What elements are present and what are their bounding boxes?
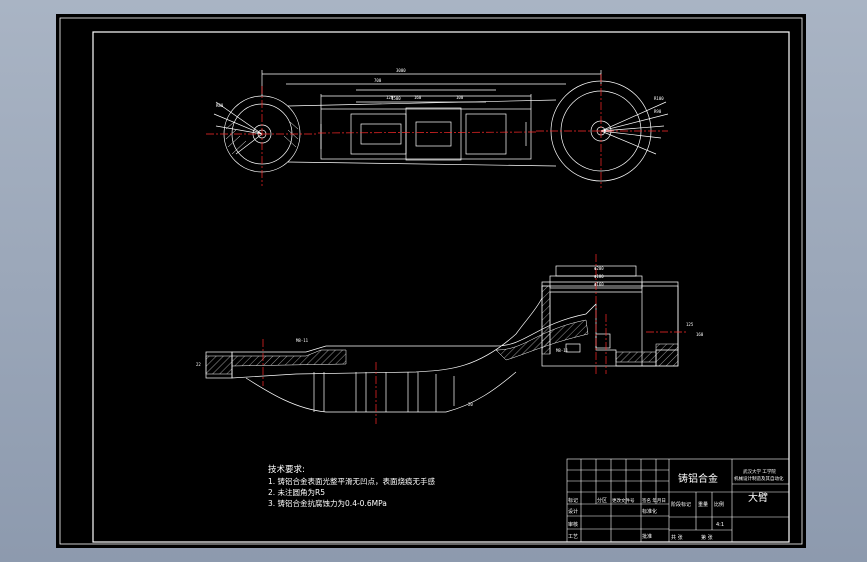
front-view <box>205 265 679 413</box>
svg-text:160: 160 <box>414 95 422 100</box>
label-stage: 阶段标记 <box>671 501 691 508</box>
label-weight: 重量 <box>698 501 708 508</box>
svg-text:1500: 1500 <box>391 96 401 101</box>
top-view-dimensions: 3000 700 1500 120 160 100 R80 R100 R90 <box>216 68 664 114</box>
front-view-hatching <box>205 285 679 375</box>
front-view-dimensions: Φ200 Φ180 Φ160 125 160 M8-11 M8-11 22 20 <box>196 266 704 407</box>
svg-text:120: 120 <box>386 95 394 100</box>
svg-text:22: 22 <box>196 362 201 367</box>
svg-text:R80: R80 <box>216 103 224 108</box>
svg-text:Φ180: Φ180 <box>594 274 604 279</box>
part-name: 大臂 <box>748 491 768 504</box>
outer-frame <box>59 17 803 545</box>
label-approve: 批准 <box>642 533 652 540</box>
svg-text:M8-11: M8-11 <box>296 338 309 343</box>
svg-text:R100: R100 <box>654 96 664 101</box>
svg-text:20: 20 <box>468 402 473 407</box>
label-sign-date: 签名 年月日 <box>642 497 666 504</box>
company-line-2: 机械设计制造及其自动化 <box>734 475 784 482</box>
label-zone: 分区 <box>597 497 607 504</box>
label-mark: 标记 <box>568 497 578 504</box>
label-check: 审核 <box>568 521 578 528</box>
label-design: 设计 <box>568 508 578 515</box>
title-block <box>566 458 790 543</box>
company-line-1: 武汉大学 工学院 <box>743 468 776 475</box>
svg-text:R90: R90 <box>654 109 662 114</box>
inner-frame <box>92 31 790 543</box>
label-doc: 更改文件号 <box>612 497 635 504</box>
front-view-center-lines <box>262 254 686 424</box>
svg-text:M8-11: M8-11 <box>556 348 569 353</box>
label-sheet-total: 共 张 <box>671 534 683 541</box>
top-view <box>213 70 669 182</box>
svg-text:Φ160: Φ160 <box>594 282 604 287</box>
label-scale: 比例 <box>714 501 724 508</box>
title-block-text: 铸铝合金 大臂 武汉大学 工学院 机械设计制造及其自动化 标记 分区 更改文件号… <box>568 468 784 541</box>
technical-requirements: 技术要求: 1. 铸铝合金表面光整平滑无凹点，表面烧痕无手感 2. 未注圆角为R… <box>268 464 436 508</box>
scale-value: 4:1 <box>716 522 724 528</box>
svg-text:Φ200: Φ200 <box>594 266 604 271</box>
tech-req-heading: 技术要求: <box>268 464 305 475</box>
svg-text:125: 125 <box>686 322 694 327</box>
svg-text:700: 700 <box>374 78 382 83</box>
label-process: 工艺 <box>568 534 578 540</box>
tech-req-item-1: 1. 铸铝合金表面光整平滑无凹点，表面烧痕无手感 <box>268 476 436 486</box>
top-view-center-lines <box>206 74 668 188</box>
svg-text:100: 100 <box>456 95 464 100</box>
material-label: 铸铝合金 <box>678 472 718 485</box>
tech-req-item-3: 3. 铸铝合金抗腐蚀力为0.4-0.6MPa <box>268 498 387 508</box>
label-sheet-no: 第 张 <box>701 534 713 541</box>
label-std: 标准化 <box>642 508 657 515</box>
drawing-sheet: 3000 700 1500 120 160 100 R80 R100 R90 <box>56 14 806 548</box>
svg-text:3000: 3000 <box>396 68 406 73</box>
svg-text:160: 160 <box>696 332 704 337</box>
tech-req-item-2: 2. 未注圆角为R5 <box>268 487 325 497</box>
drawing-canvas: 3000 700 1500 120 160 100 R80 R100 R90 <box>59 17 803 545</box>
